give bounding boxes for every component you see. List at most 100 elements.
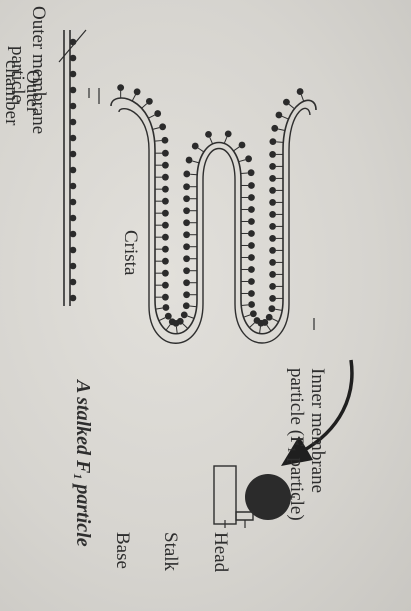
inner-particle-stalk: [260, 327, 261, 334]
inner-particle-head: [248, 278, 255, 285]
inner-particle-stalk: [190, 306, 197, 307]
inner-particle-stalk: [153, 128, 160, 130]
inner-particle-head: [183, 195, 190, 202]
inner-particle-head: [134, 88, 141, 95]
inner-particle-head: [261, 319, 268, 326]
inner-particle-stalk: [190, 174, 197, 175]
inner-particle-head: [248, 230, 255, 237]
outer-particle: [70, 279, 77, 286]
inner-particle-head: [269, 223, 276, 230]
outer-chamber-line1: Outer: [22, 60, 43, 125]
inner-particle-stalk: [159, 318, 165, 321]
inner-particle-head: [269, 199, 276, 206]
f1-caption: A stalked F1 particle: [67, 380, 93, 547]
inner-particle-head: [248, 194, 255, 201]
inner-particle-stalk: [275, 309, 282, 310]
inner-particle-stalk: [272, 319, 278, 322]
inner-particle-head: [248, 218, 255, 225]
inner-particle-head: [245, 155, 252, 162]
inner-membrane-particle-label: Inner membrane particle (F1 particle): [281, 368, 328, 521]
inner-particle-head: [183, 219, 190, 226]
inner-membrane-label-line2: particle (F1 particle): [281, 368, 307, 521]
inner-particle-head: [162, 222, 169, 229]
inner-particle-stalk: [267, 325, 271, 331]
inner-particle-head: [163, 304, 170, 311]
inner-particle-stalk: [132, 95, 135, 101]
inner-particle-stalk: [198, 148, 204, 152]
f1-stalk: [236, 512, 253, 520]
inner-particle-head: [183, 302, 190, 309]
inner-particle-stalk: [224, 137, 227, 143]
inner-particle-head: [269, 138, 276, 145]
inner-particle-head: [192, 143, 199, 150]
inner-particle-head: [248, 242, 255, 249]
inner-particle-head: [297, 88, 304, 95]
outer-particle: [70, 263, 77, 270]
inner-particle-head: [269, 283, 276, 290]
inner-particle-head: [248, 290, 255, 297]
inner-particle-head: [162, 246, 169, 253]
f1-base: [214, 466, 236, 524]
outer-particle: [70, 295, 77, 302]
inner-particle-head: [162, 210, 169, 217]
inner-particle-head: [239, 142, 246, 149]
outer-particle: [70, 215, 77, 222]
inner-particle-head: [271, 125, 278, 132]
inner-particle-head: [248, 206, 255, 213]
inner-particle-head: [162, 270, 169, 277]
inner-particle-head: [269, 187, 276, 194]
inner-particle-head: [268, 305, 275, 312]
inner-particle-stalk: [155, 141, 162, 142]
inner-particle-stalk: [183, 324, 188, 329]
inner-particle-head: [186, 157, 193, 164]
inner-particle-stalk: [176, 327, 177, 334]
inner-particle-head: [183, 231, 190, 238]
inner-particle-head: [162, 137, 169, 144]
crista-label: Crista: [120, 230, 141, 275]
inner-particle-head: [225, 130, 232, 137]
outer-chamber-text: [58, 0, 98, 160]
inner-particle-head: [248, 266, 255, 273]
inner-particle-head: [162, 198, 169, 205]
inner-particle-stalk: [142, 104, 147, 109]
inner-particle-stalk: [233, 147, 239, 151]
inner-particle-stalk: [166, 325, 170, 331]
inner-particle-head: [177, 318, 184, 325]
inner-particle-head: [162, 174, 169, 181]
inner-particle-head: [248, 254, 255, 261]
inner-membrane: [111, 98, 316, 343]
inner-particle-stalk: [282, 116, 288, 119]
inner-particle-head: [154, 110, 161, 117]
inner-particle-head: [162, 258, 169, 265]
inner-particle-head: [248, 301, 255, 308]
inner-particle-stalk: [241, 173, 248, 174]
inner-particle-head: [269, 235, 276, 242]
inner-particle-stalk: [289, 104, 294, 108]
inner-particle-head: [269, 211, 276, 218]
inner-particle-stalk: [187, 316, 194, 318]
inner-particle-stalk: [301, 95, 303, 102]
inner-particle-head: [183, 183, 190, 190]
inner-particle-head: [117, 84, 124, 91]
stalk-label: Stalk: [160, 532, 181, 571]
inner-particle-head: [269, 271, 276, 278]
inner-particle-head: [183, 207, 190, 214]
outer-chamber-line2: chamber: [1, 60, 22, 125]
head-label: Head: [210, 532, 231, 572]
inner-particle-head: [162, 150, 169, 157]
inner-particle-head: [276, 112, 283, 119]
inner-particle-head: [162, 282, 169, 289]
inner-particle-head: [266, 314, 273, 321]
outer-particle: [70, 231, 77, 238]
inner-particle-head: [162, 186, 169, 193]
inner-particle-head: [165, 313, 172, 320]
inner-particle-stalk: [276, 142, 283, 143]
outer-particle: [70, 183, 77, 190]
inner-particle-head: [183, 291, 190, 298]
inner-particle-head: [250, 310, 257, 317]
inner-particle-head: [162, 234, 169, 241]
inner-particle-stalk: [210, 138, 213, 144]
inner-particle-stalk: [239, 160, 246, 162]
outer-particle: [70, 167, 77, 174]
